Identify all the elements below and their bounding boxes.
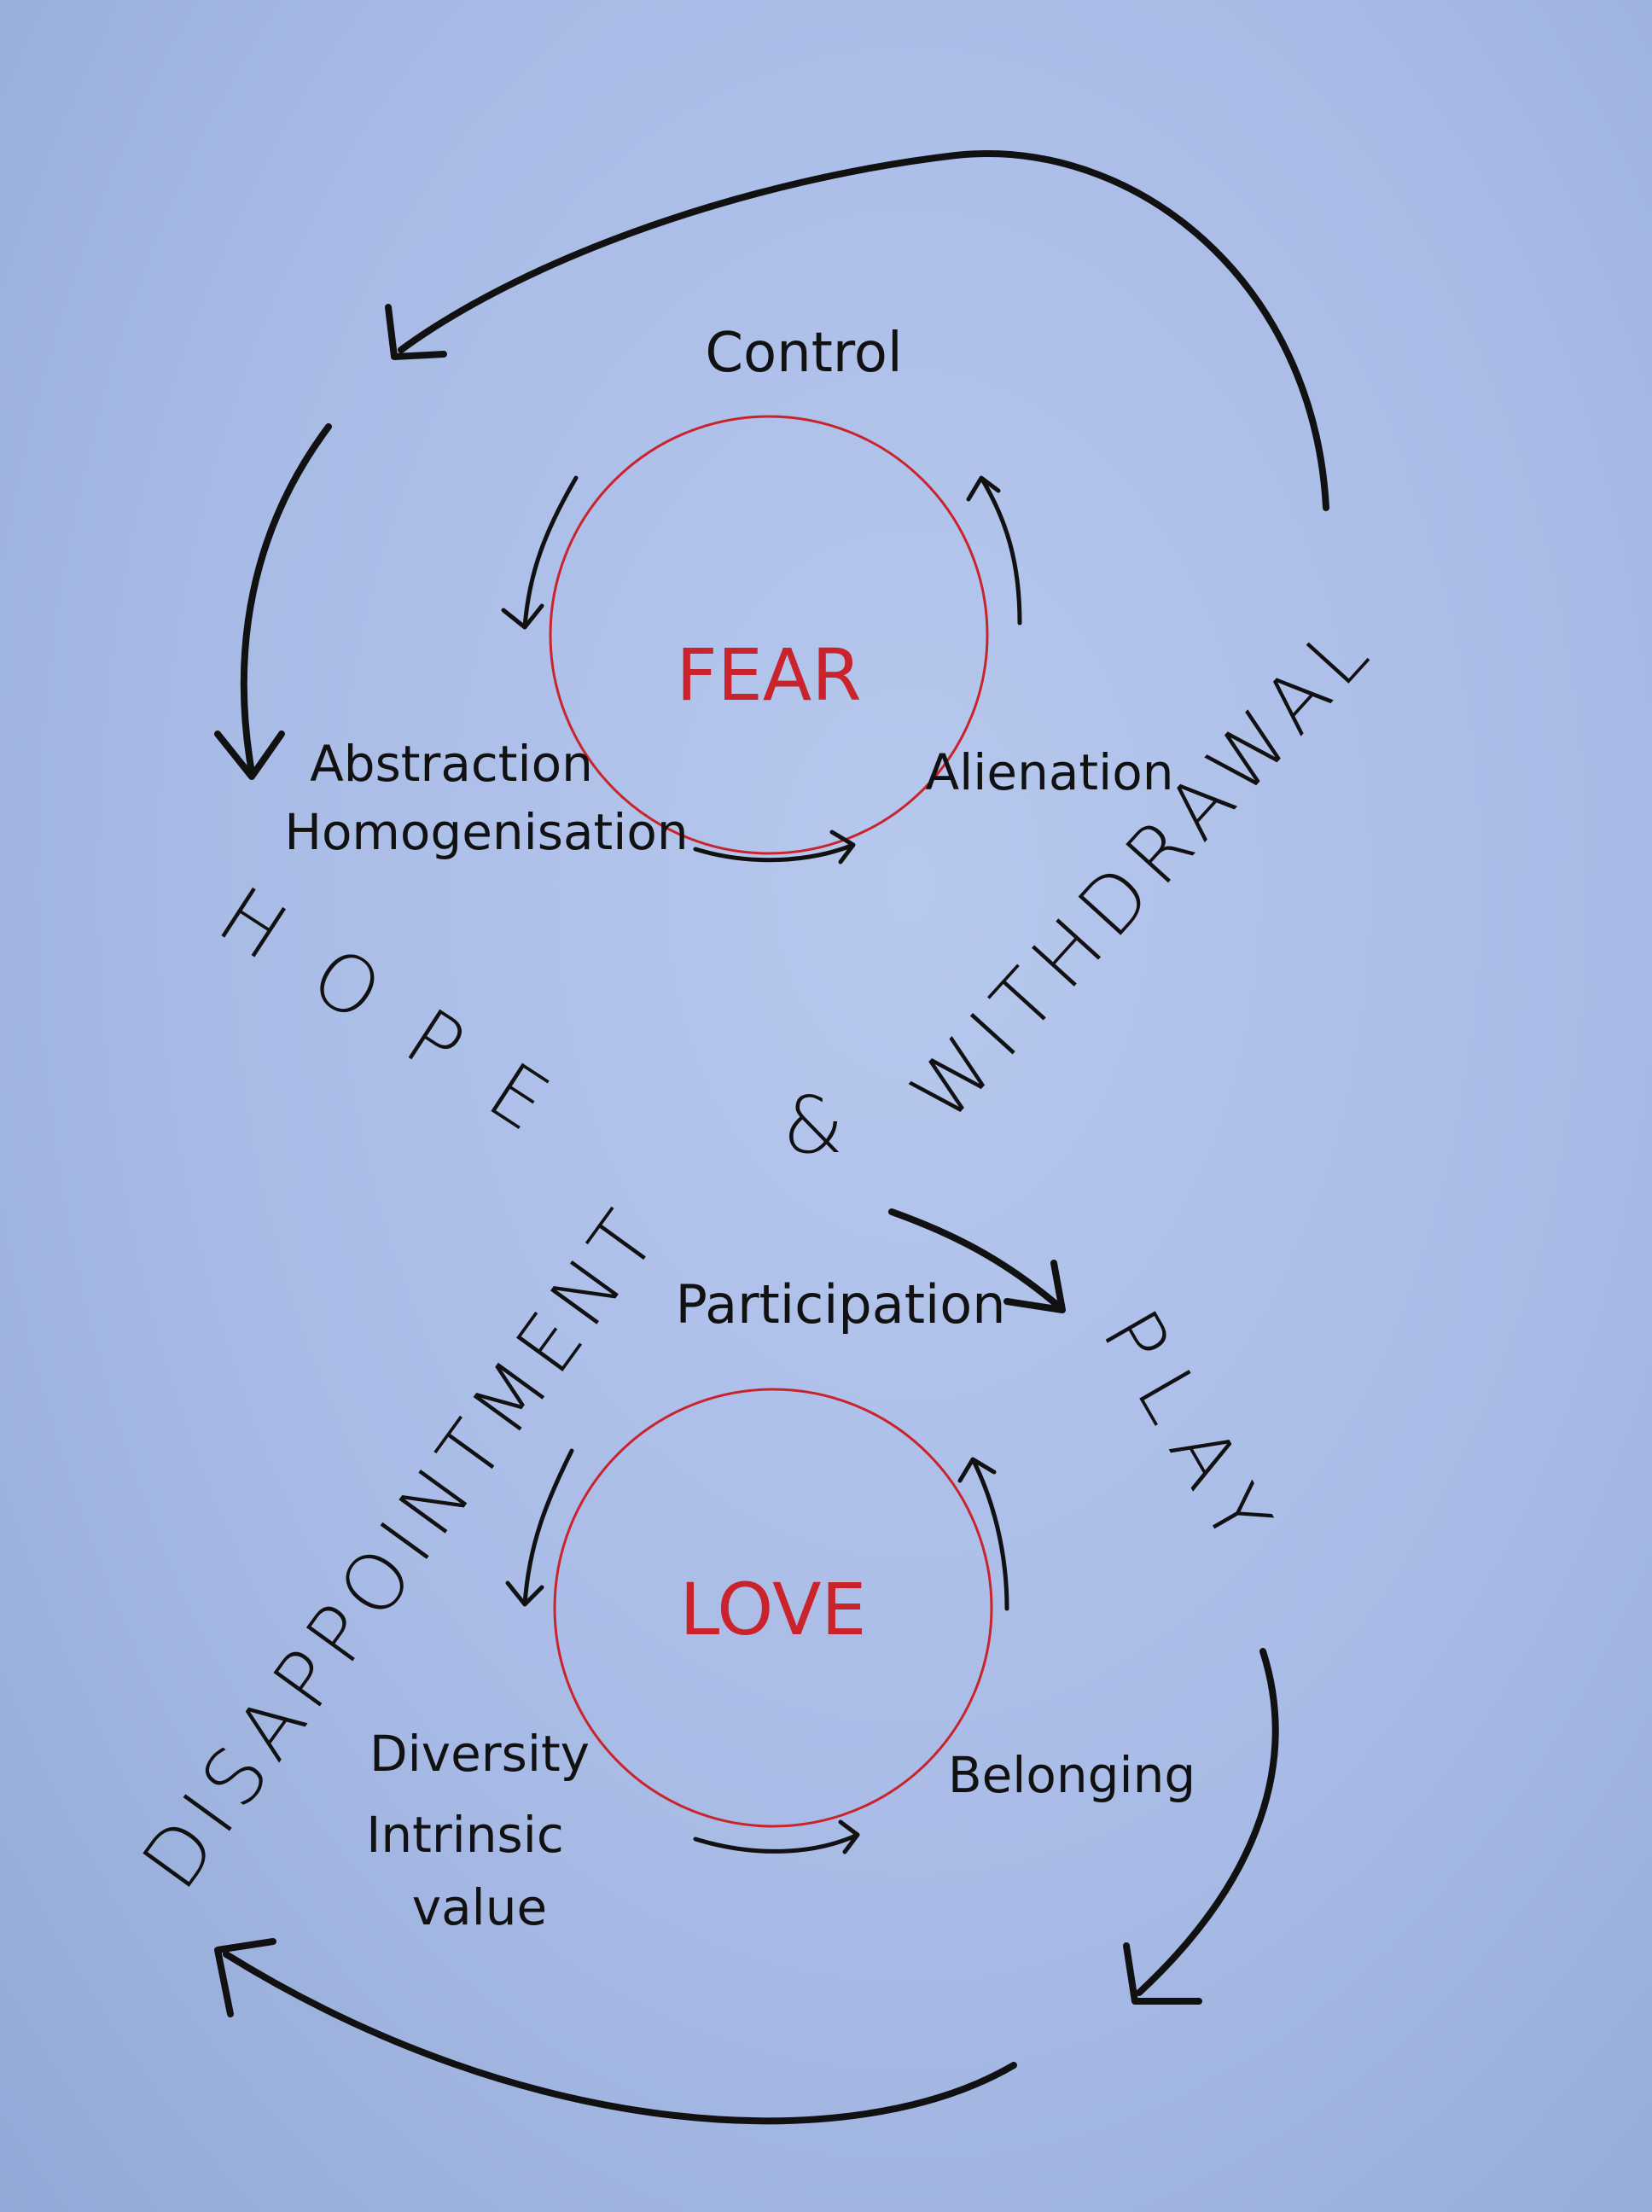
arrow-withdrawal-to-top [385, 150, 1329, 511]
label-disappointment: DISAPPOINTMENT [125, 1189, 678, 1905]
arrow-homogenisation-to-alienation [693, 830, 856, 864]
arrow-into-hope [214, 423, 332, 780]
label-love: LOVE [680, 1568, 867, 1651]
arrow-alienation-to-control [966, 475, 1022, 626]
arrow-bottom-to-disappointment [214, 1938, 1017, 2125]
label-fear: FEAR [676, 633, 861, 717]
label-withdrawal: WITHDRAWAL [893, 602, 1393, 1139]
arrow-belonging-to-participation [957, 1457, 1009, 1611]
label-intrinsic: Intrinsic [366, 1806, 564, 1864]
arrow-play-to-bottom [1123, 1648, 1279, 2005]
arrow-participation-to-diversity [505, 1448, 574, 1607]
label-homogenisation: Homogenisation [284, 803, 688, 861]
label-abstraction: Abstraction [310, 735, 593, 793]
label-play: PLAY [1085, 1295, 1299, 1575]
label-belonging: Belonging [948, 1746, 1195, 1804]
label-value: value [412, 1878, 547, 1936]
outer-arrows [214, 150, 1329, 2125]
label-alienation: Alienation [926, 743, 1174, 801]
label-participation: Participation [675, 1273, 1005, 1336]
love-circle [553, 1388, 993, 1828]
arrow-control-to-abstraction [501, 475, 579, 630]
fear-circle [549, 415, 989, 855]
label-control: Control [705, 322, 902, 385]
label-diversity: Diversity [369, 1725, 590, 1783]
fear-cycle-arrows [501, 475, 1022, 864]
arrow-ampersand-to-play [888, 1208, 1066, 1313]
arrow-diversity-to-belonging [693, 1819, 860, 1854]
love-cycle-arrows [505, 1448, 1009, 1854]
label-ampersand: & [782, 1080, 856, 1171]
label-hope: HOPE [203, 870, 607, 1177]
